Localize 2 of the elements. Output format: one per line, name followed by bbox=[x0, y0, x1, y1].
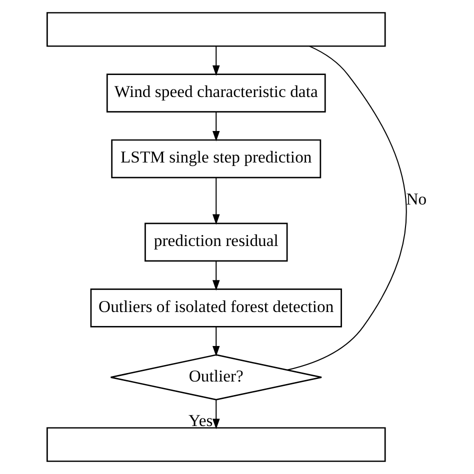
edge-label: Yes bbox=[188, 411, 213, 430]
edge-label: No bbox=[406, 189, 427, 208]
